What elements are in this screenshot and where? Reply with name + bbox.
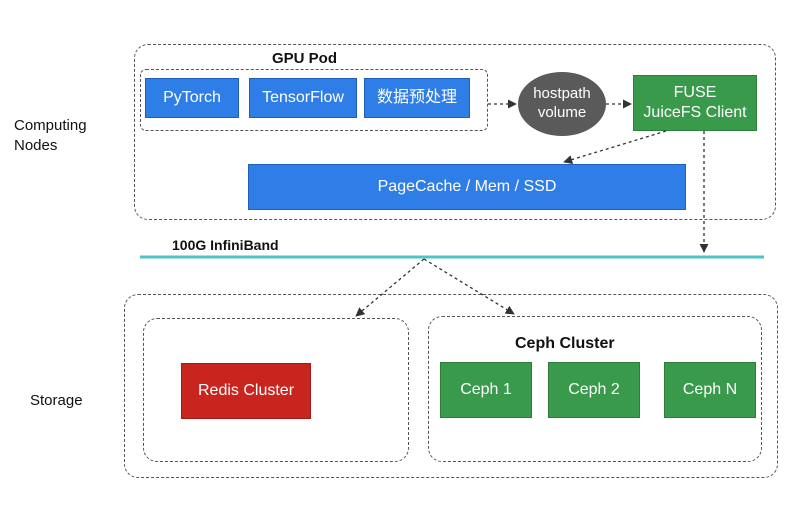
redis-cluster-box: Redis Cluster [181,363,311,419]
storage-label: Storage [30,392,83,409]
ceph-node-1: Ceph 1 [440,362,532,418]
ceph-cluster-title: Ceph Cluster [515,335,615,352]
ceph-container [428,316,762,462]
arrow-fuse-to-pagecache [563,130,667,164]
computing-nodes-container [134,44,776,220]
ceph-node-2: Ceph 2 [548,362,640,418]
gpu-pod-title: GPU Pod [272,50,338,67]
arrow-network-to-ceph [423,258,515,315]
tensorflow-box: TensorFlow [249,78,357,118]
computing-nodes-label: Computing Nodes [14,117,87,154]
hostpath-volume-ellipse: hostpath volume [518,72,606,136]
ceph-node-n: Ceph N [664,362,756,418]
fuse-juicefs-client-box: FUSE JuiceFS Client [633,75,757,131]
infiniband-label: 100G InfiniBand [172,237,279,253]
storage-container [124,294,778,478]
pytorch-box: PyTorch [145,78,239,118]
preprocessing-box: 数据预处理 [364,78,470,118]
pagecache-box: PageCache / Mem / SSD [248,164,686,210]
redis-container [143,318,409,462]
gpu-pod-container [140,69,488,131]
arrow-network-to-redis [355,258,425,317]
